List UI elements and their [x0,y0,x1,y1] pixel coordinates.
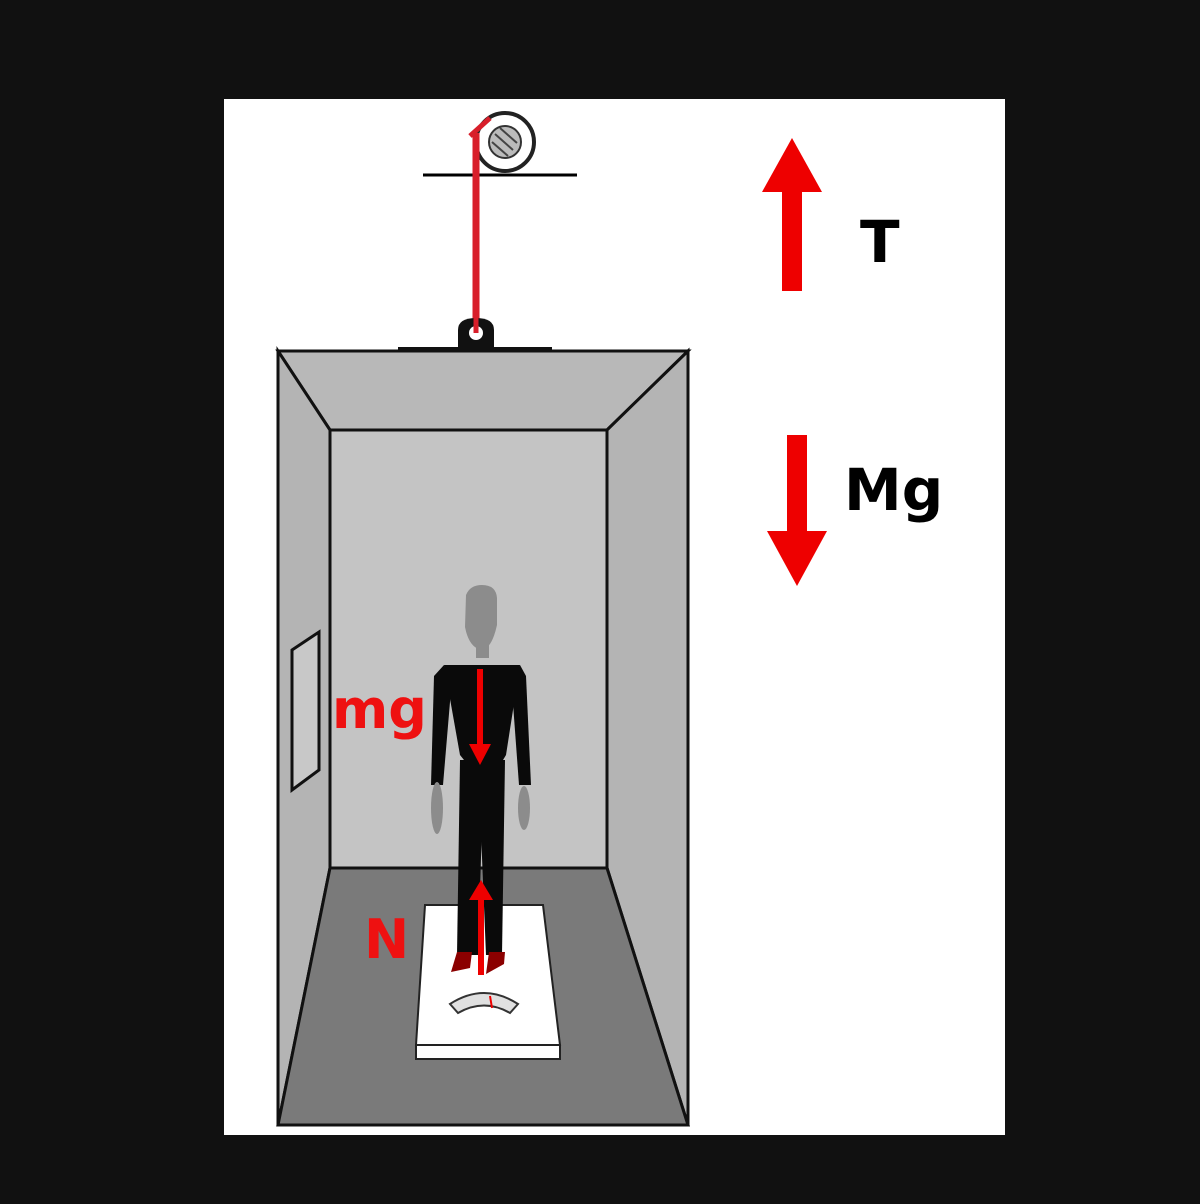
person-right-arm [512,665,531,785]
normal-force-arrow [469,880,493,975]
elevator-weight-arrow [767,435,827,586]
person-left-leg [457,760,484,955]
elevator-cable [468,116,492,330]
person-weight-arrow [469,669,491,765]
pulley-icon [423,111,577,177]
tension-arrow [762,138,822,291]
person-left-arm [431,665,451,785]
person-left-shoe [451,952,472,972]
scale-dial [448,992,520,1015]
person-right-shoe [486,952,505,974]
person-weight-label: mg [332,678,427,741]
elevator-door-panel [290,629,321,793]
bathroom-scale [414,904,562,1060]
person-right-leg [478,760,505,955]
normal-force-label: N [364,908,409,971]
tension-label: T [860,208,900,276]
elevator-weight-label: Mg [844,456,943,524]
person-figure [431,585,531,974]
person-head [465,585,497,650]
